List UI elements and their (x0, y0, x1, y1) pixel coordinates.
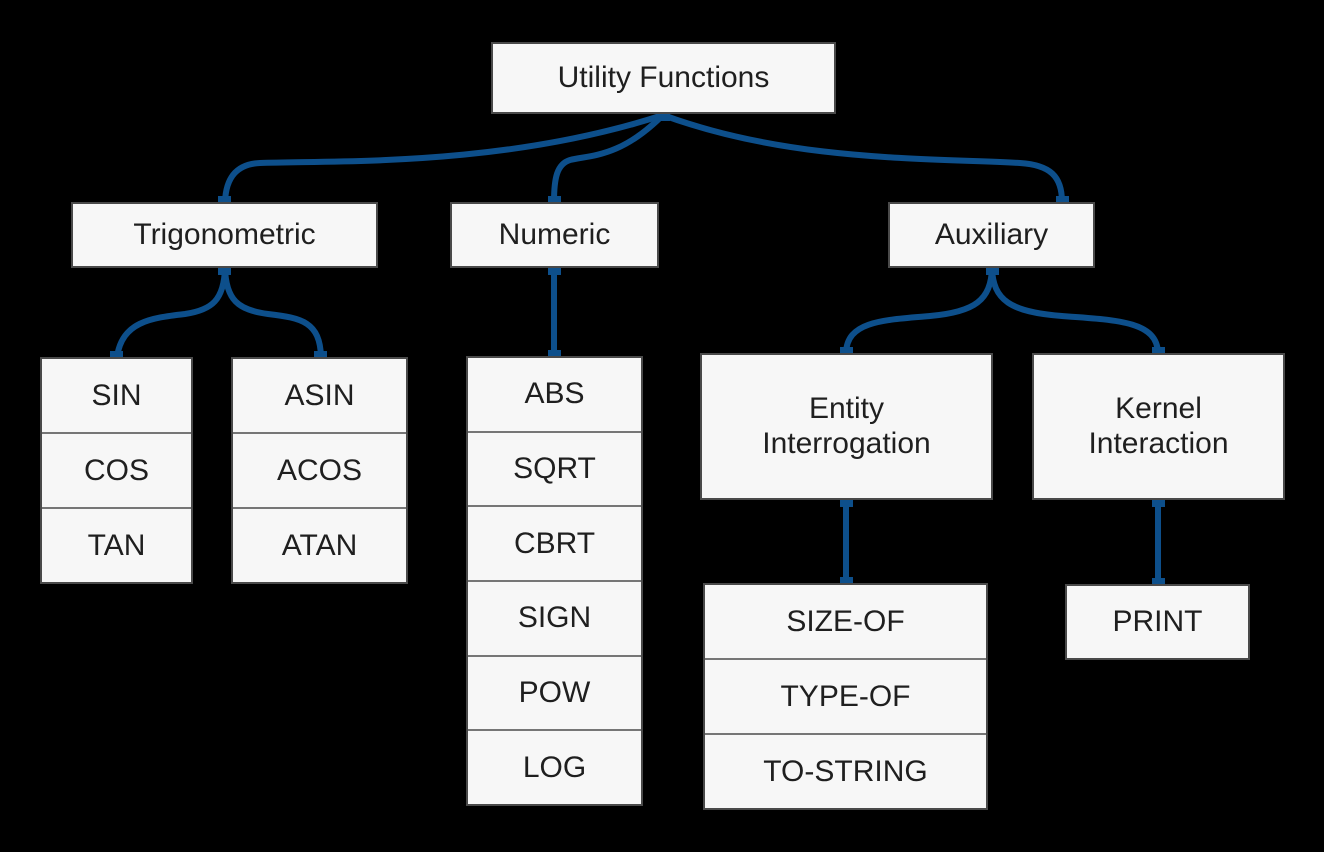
node-label: Utility Functions (557, 60, 770, 94)
list-item[interactable]: SIGN (468, 582, 641, 657)
stack-kernel-list: PRINT (1065, 584, 1250, 660)
stack-numeric-list: ABS SQRT CBRT SIGN POW LOG (466, 356, 643, 806)
node-label: Kernel Interaction (1088, 392, 1229, 460)
node-utility-functions[interactable]: Utility Functions (491, 42, 836, 114)
node-entity-interrogation[interactable]: Entity Interrogation (700, 353, 993, 500)
node-trigonometric[interactable]: Trigonometric (71, 202, 378, 268)
edge-aux-kernel (989, 265, 1161, 356)
edge-root-trigonometric (222, 112, 666, 205)
stack-entity-list: SIZE-OF TYPE-OF TO-STRING (703, 583, 988, 810)
node-label: Auxiliary (934, 217, 1049, 251)
list-item[interactable]: LOG (468, 731, 641, 805)
node-numeric[interactable]: Numeric (450, 202, 659, 268)
edge-trig-inverse (222, 265, 324, 360)
list-item[interactable]: ATAN (233, 509, 406, 582)
stack-trig-inverse: ASIN ACOS ATAN (231, 357, 408, 584)
list-item[interactable]: COS (42, 434, 191, 509)
list-item[interactable]: TO-STRING (705, 735, 986, 808)
node-label: Numeric (498, 217, 611, 251)
list-item[interactable]: ASIN (233, 359, 406, 434)
list-item[interactable]: ABS (468, 358, 641, 433)
list-item[interactable]: SQRT (468, 432, 641, 508)
list-item[interactable]: SIN (42, 359, 191, 434)
list-item[interactable]: TYPE-OF (705, 660, 986, 735)
node-label: Trigonometric (133, 217, 316, 251)
list-item[interactable]: CBRT (468, 507, 641, 583)
list-item[interactable]: PRINT (1067, 586, 1248, 658)
edge-aux-entity (843, 265, 995, 356)
list-item[interactable]: TAN (42, 509, 191, 582)
stack-trig-primary: SIN COS TAN (40, 357, 193, 584)
list-item[interactable]: ACOS (233, 434, 406, 509)
edge-root-auxiliary (660, 112, 1065, 205)
edge-trig-primary (114, 265, 228, 360)
list-item[interactable]: SIZE-OF (705, 585, 986, 660)
edge-root-numeric (551, 112, 666, 205)
list-item[interactable]: POW (468, 656, 641, 732)
node-kernel-interaction[interactable]: Kernel Interaction (1032, 353, 1285, 500)
node-label: Entity Interrogation (762, 392, 931, 460)
node-auxiliary[interactable]: Auxiliary (888, 202, 1095, 268)
